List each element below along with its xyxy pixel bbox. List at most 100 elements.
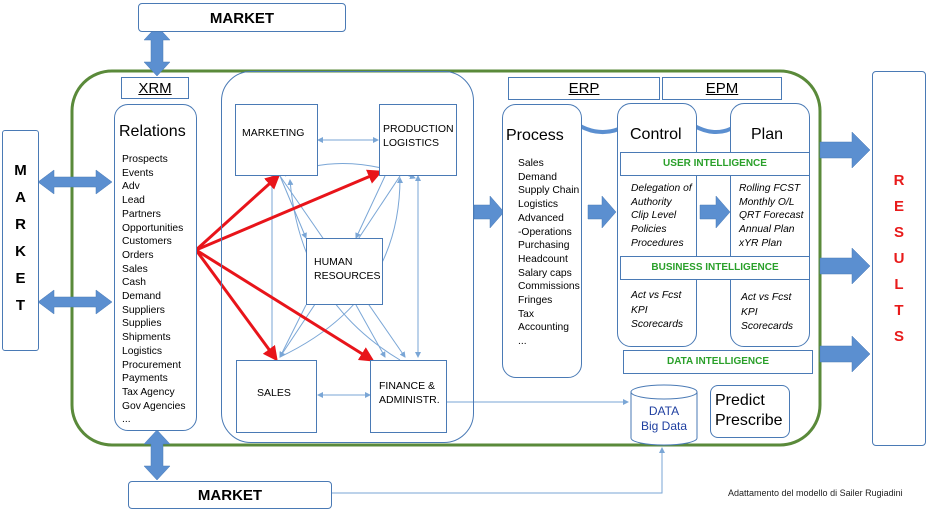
list-item: Policies	[631, 224, 667, 236]
list-item: Cash	[122, 277, 147, 289]
list-item: Prospects	[122, 154, 168, 165]
list-item: Lead	[122, 195, 145, 207]
list-item: Annual Plan	[739, 224, 795, 236]
xrm-header-label: XRM	[138, 80, 172, 97]
market-to-data-connector	[268, 447, 665, 494]
list-item: Suppliers	[122, 304, 165, 316]
control-title: Control	[630, 126, 682, 143]
list-item: Logistics	[122, 345, 163, 357]
results-letters: R E S U L T S	[893, 172, 905, 345]
control-ui-list: Delegation of Authority Clip Level Polic…	[631, 182, 692, 251]
data-store-label-2: Big Data	[640, 419, 688, 433]
list-item: Customers	[122, 236, 172, 248]
process-list: Sales Demand Supply Chain Logistics Adva…	[518, 157, 580, 349]
list-item: Demand	[518, 171, 557, 183]
list-item: KPI	[741, 306, 758, 318]
user-intelligence-label: USER INTELLIGENCE	[663, 158, 767, 169]
epm-header: EPM	[662, 77, 782, 100]
list-item: Tax Agency	[122, 386, 175, 398]
data-store-label-1: DATA	[648, 404, 680, 418]
list-item: Salary caps	[518, 267, 572, 279]
production-label-1: PRODUCTION	[383, 123, 454, 135]
list-item: Events	[122, 167, 154, 179]
relations-panel: Relations Prospects Events Adv Lead Part…	[114, 104, 197, 431]
market-top-label: MARKET	[209, 10, 275, 27]
relation-arrows	[194, 169, 383, 362]
list-item: Supplies	[122, 318, 162, 330]
predict-box: Predict Prescribe	[710, 385, 790, 438]
business-intelligence-bar: BUSINESS INTELLIGENCE	[620, 256, 810, 280]
business-intelligence-label: BUSINESS INTELLIGENCE	[651, 262, 779, 273]
plan-bi-list: Act vs Fcst KPI Scorecards	[741, 291, 793, 335]
list-item: Logistics	[518, 199, 559, 211]
sales-box: SALES	[236, 360, 317, 433]
market-bottom-box: MARKET	[128, 481, 332, 509]
list-item: Procedures	[631, 237, 684, 249]
hr-label-1: HUMAN	[314, 256, 353, 268]
credit-note: Adattamento del modello di Sailer Rugiad…	[728, 488, 903, 498]
data-intelligence-bar: DATA INTELLIGENCE	[623, 350, 813, 374]
finance-label-1: FINANCE &	[379, 380, 436, 392]
list-item: Sales	[122, 263, 148, 275]
sales-label: SALES	[257, 387, 291, 399]
list-item: KPI	[631, 304, 648, 316]
list-item: Scorecards	[741, 321, 794, 332]
market-left-letters: M A R K E T	[14, 162, 27, 314]
list-item: Act vs Fcst	[631, 290, 682, 301]
control-panel: Control Delegation of Authority Clip Lev…	[617, 103, 697, 347]
list-item: Procurement	[122, 359, 181, 371]
list-item: Opportunities	[122, 222, 184, 234]
market-bottom-label: MARKET	[197, 487, 263, 504]
list-item: Clip Level	[631, 210, 677, 222]
list-item: Commissions	[518, 281, 580, 293]
plan-ui-list: Rolling FCST Monthly O/L QRT Forecast An…	[739, 182, 803, 251]
list-item: Demand	[122, 291, 161, 303]
list-item: Headcount	[518, 253, 568, 265]
list-item: Tax	[518, 308, 535, 320]
plan-panel: Plan Rolling FCST Monthly O/L QRT Foreca…	[730, 103, 810, 347]
market-left-box: M A R K E T	[2, 130, 39, 351]
hr-label-2: RESOURCES	[314, 270, 381, 282]
finance-label-2: ADMINISTR.	[379, 394, 440, 406]
list-item: Shipments	[122, 332, 171, 344]
database-icon	[630, 384, 698, 446]
market-top-box: MARKET	[138, 3, 346, 32]
finance-box: FINANCE & ADMINISTR.	[370, 360, 447, 433]
list-item: ...	[518, 336, 527, 348]
departments-panel	[221, 71, 474, 443]
plan-title: Plan	[751, 126, 784, 143]
data-intelligence-label: DATA INTELLIGENCE	[666, 356, 770, 367]
erp-header-label: ERP	[568, 80, 600, 97]
user-intelligence-bar: USER INTELLIGENCE	[620, 152, 810, 176]
list-item: Partners	[122, 208, 161, 220]
relations-list: Prospects Events Adv Lead Partners Oppor…	[122, 153, 186, 427]
list-item: ...	[122, 414, 131, 426]
list-item: Gov Agencies	[122, 400, 186, 412]
predict-label: Predict	[715, 392, 765, 409]
process-title: Process	[506, 127, 564, 144]
list-item: Act vs Fcst	[741, 292, 792, 303]
production-label-2: LOGISTICS	[383, 137, 440, 149]
erp-header: ERP	[508, 77, 660, 100]
list-item: -Operations	[518, 226, 572, 238]
list-item: Orders	[122, 249, 154, 261]
list-item: Scorecards	[631, 319, 684, 330]
process-panel: Process Sales Demand Supply Chain Logist…	[502, 104, 582, 378]
list-item: Rolling FCST	[739, 183, 801, 194]
list-item: Accounting	[518, 322, 569, 334]
list-item: Advanced	[518, 212, 564, 224]
results-box: R E S U L T S	[872, 71, 926, 446]
marketing-label: MARKETING	[242, 127, 305, 139]
list-item: Adv	[122, 181, 140, 193]
human-resources-box: HUMAN RESOURCES	[306, 238, 383, 305]
list-item: Fringes	[518, 295, 553, 307]
list-item: Purchasing	[518, 240, 570, 252]
marketing-box: MARKETING	[235, 104, 318, 176]
list-item: Authority	[631, 196, 672, 208]
list-item: xYR Plan	[739, 237, 782, 249]
list-item: Payments	[122, 373, 168, 385]
control-bi-list: Act vs Fcst KPI Scorecards	[631, 289, 683, 333]
list-item: Sales	[518, 158, 544, 169]
list-item: Delegation of	[631, 183, 692, 194]
list-item: Monthly O/L	[739, 196, 795, 208]
